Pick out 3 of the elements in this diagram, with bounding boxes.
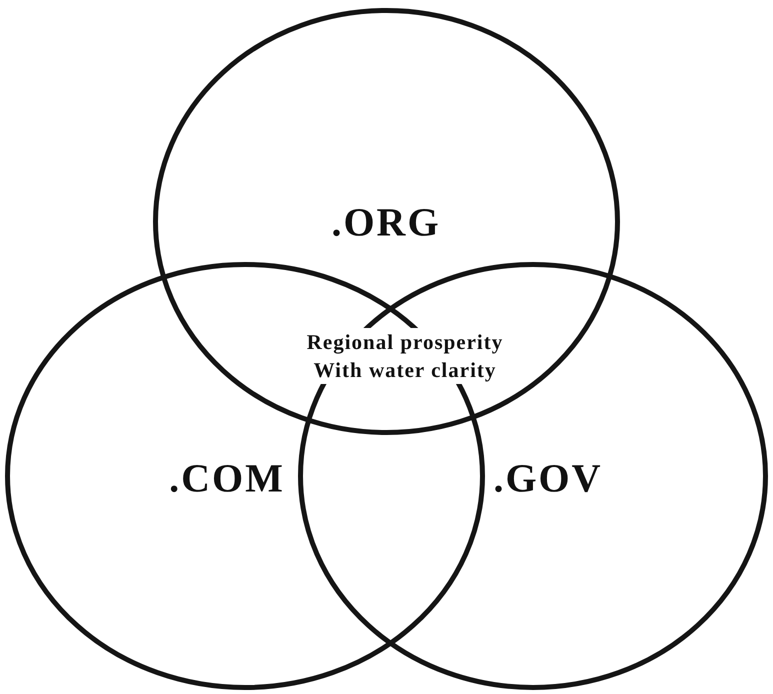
set-label: .ORG <box>331 198 441 246</box>
set-label: .COM <box>169 454 285 502</box>
set-label: .GOV <box>493 454 603 502</box>
